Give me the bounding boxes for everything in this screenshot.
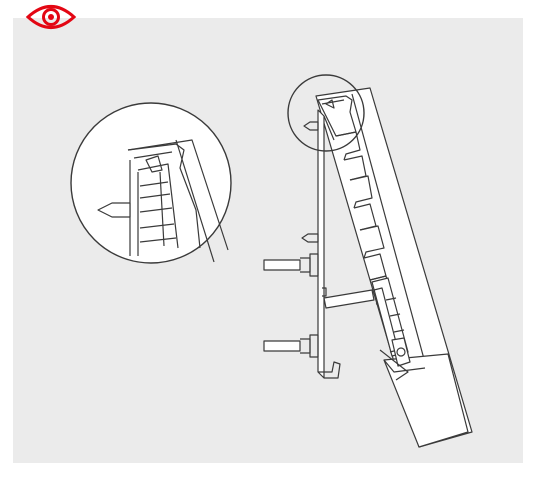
detail-callout-large xyxy=(70,102,232,264)
wall-plate xyxy=(317,109,341,379)
device-chassis xyxy=(317,95,411,381)
detail-callout-small xyxy=(287,74,365,152)
device-front-panel xyxy=(315,87,473,448)
mounting-pins xyxy=(263,121,375,358)
eye-warning-icon xyxy=(25,5,77,29)
